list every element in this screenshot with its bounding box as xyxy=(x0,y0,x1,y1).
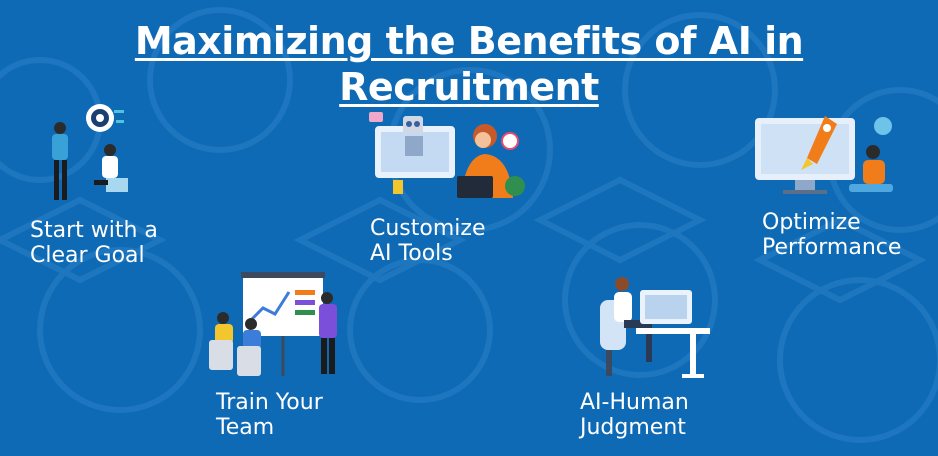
step-label-clear-goal: Start with a Clear Goal xyxy=(30,218,158,268)
step-label-customize-ai-tools: Customize AI Tools xyxy=(370,216,486,266)
target-meeting-illustration xyxy=(52,104,128,200)
person-at-desk-illustration xyxy=(600,277,710,378)
robot-laptop-illustration xyxy=(369,112,525,198)
step-label-ai-human-judgment: AI-Human Judgment xyxy=(580,390,689,440)
step-label-optimize-performance: Optimize Performance xyxy=(762,210,902,260)
page-title: Maximizing the Benefits of AI in Recruit… xyxy=(134,19,804,109)
step-label-train-your-team: Train Your Team xyxy=(216,390,323,440)
rocket-computer-illustration xyxy=(755,116,893,194)
presentation-board-illustration xyxy=(209,272,337,376)
